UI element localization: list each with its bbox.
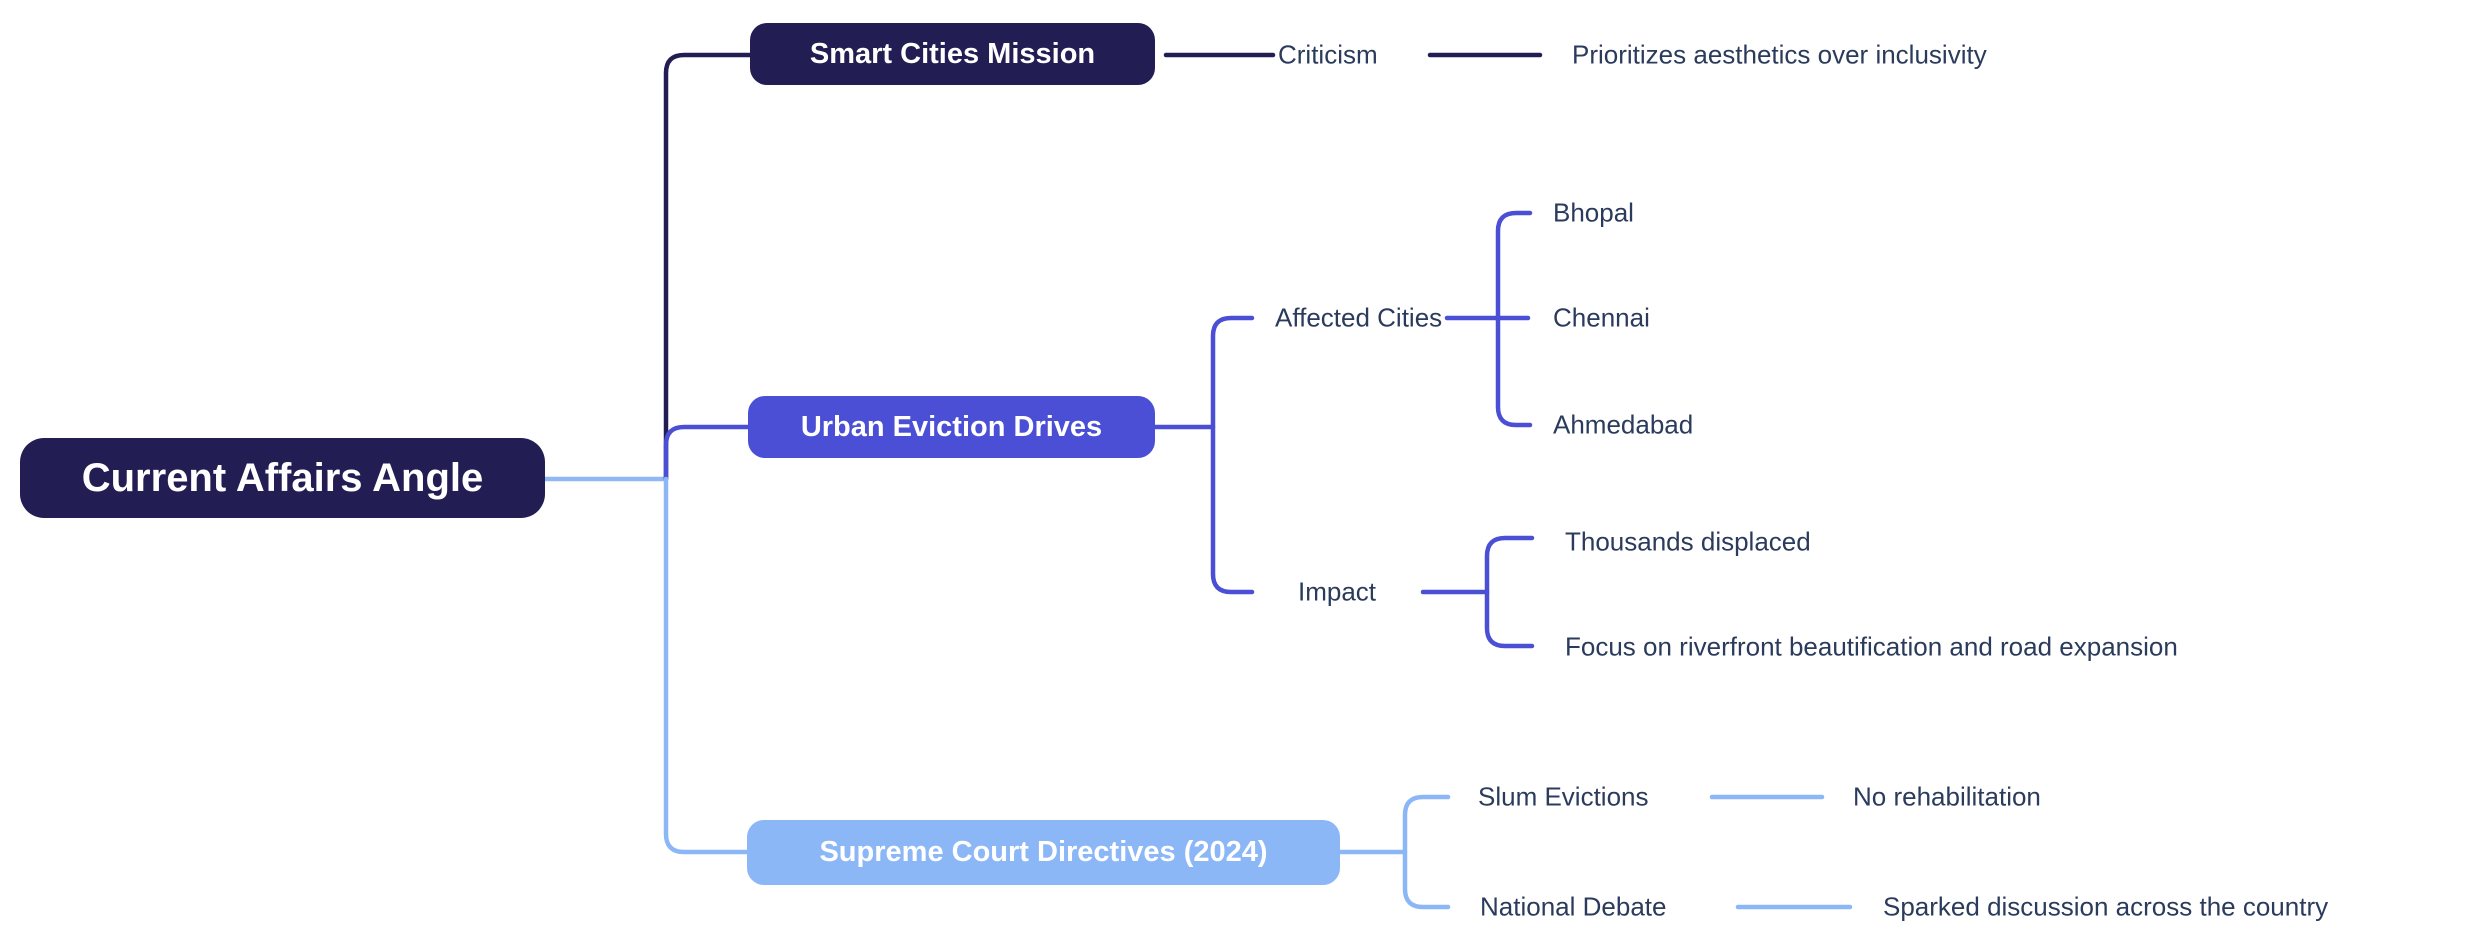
label-impact[interactable]: Impact [1298,576,1377,607]
label-prioritizes-aesthetics[interactable]: Prioritizes aesthetics over inclusivity [1572,39,1987,70]
label-slum-evictions[interactable]: Slum Evictions [1478,781,1649,812]
connector-cities-bracket [1495,210,1533,428]
node-urban-eviction-drives[interactable]: Urban Eviction Drives [748,396,1155,458]
connector-branch2-elbow [663,424,751,482]
node-smart-cities-mission[interactable]: Smart Cities Mission [750,23,1155,85]
label-thousands-displaced[interactable]: Thousands displaced [1565,526,1811,557]
label-sparked-discussion[interactable]: Sparked discussion across the country [1883,891,2329,922]
label-focus-riverfront[interactable]: Focus on riverfront beautification and r… [1565,631,2178,662]
label-affected-cities[interactable]: Affected Cities [1275,302,1443,333]
label-national-debate[interactable]: National Debate [1480,891,1667,922]
connector-branch3-bracket [1402,794,1451,910]
connector-branch2-bracket [1210,315,1255,595]
label-criticism[interactable]: Criticism [1278,39,1378,70]
connector-branch1-elbow [663,52,753,482]
label-chennai[interactable]: Chennai [1553,302,1650,333]
label-ahmedabad[interactable]: Ahmedabad [1553,409,1694,440]
node-supreme-court-directives[interactable]: Supreme Court Directives (2024) [747,820,1340,885]
connector-branch3-elbow [663,476,750,855]
label-bhopal[interactable]: Bhopal [1553,197,1634,228]
node-current-affairs-angle[interactable]: Current Affairs Angle [20,438,545,518]
label-no-rehabilitation[interactable]: No rehabilitation [1853,781,2041,812]
connector-impact-bracket [1484,535,1535,649]
